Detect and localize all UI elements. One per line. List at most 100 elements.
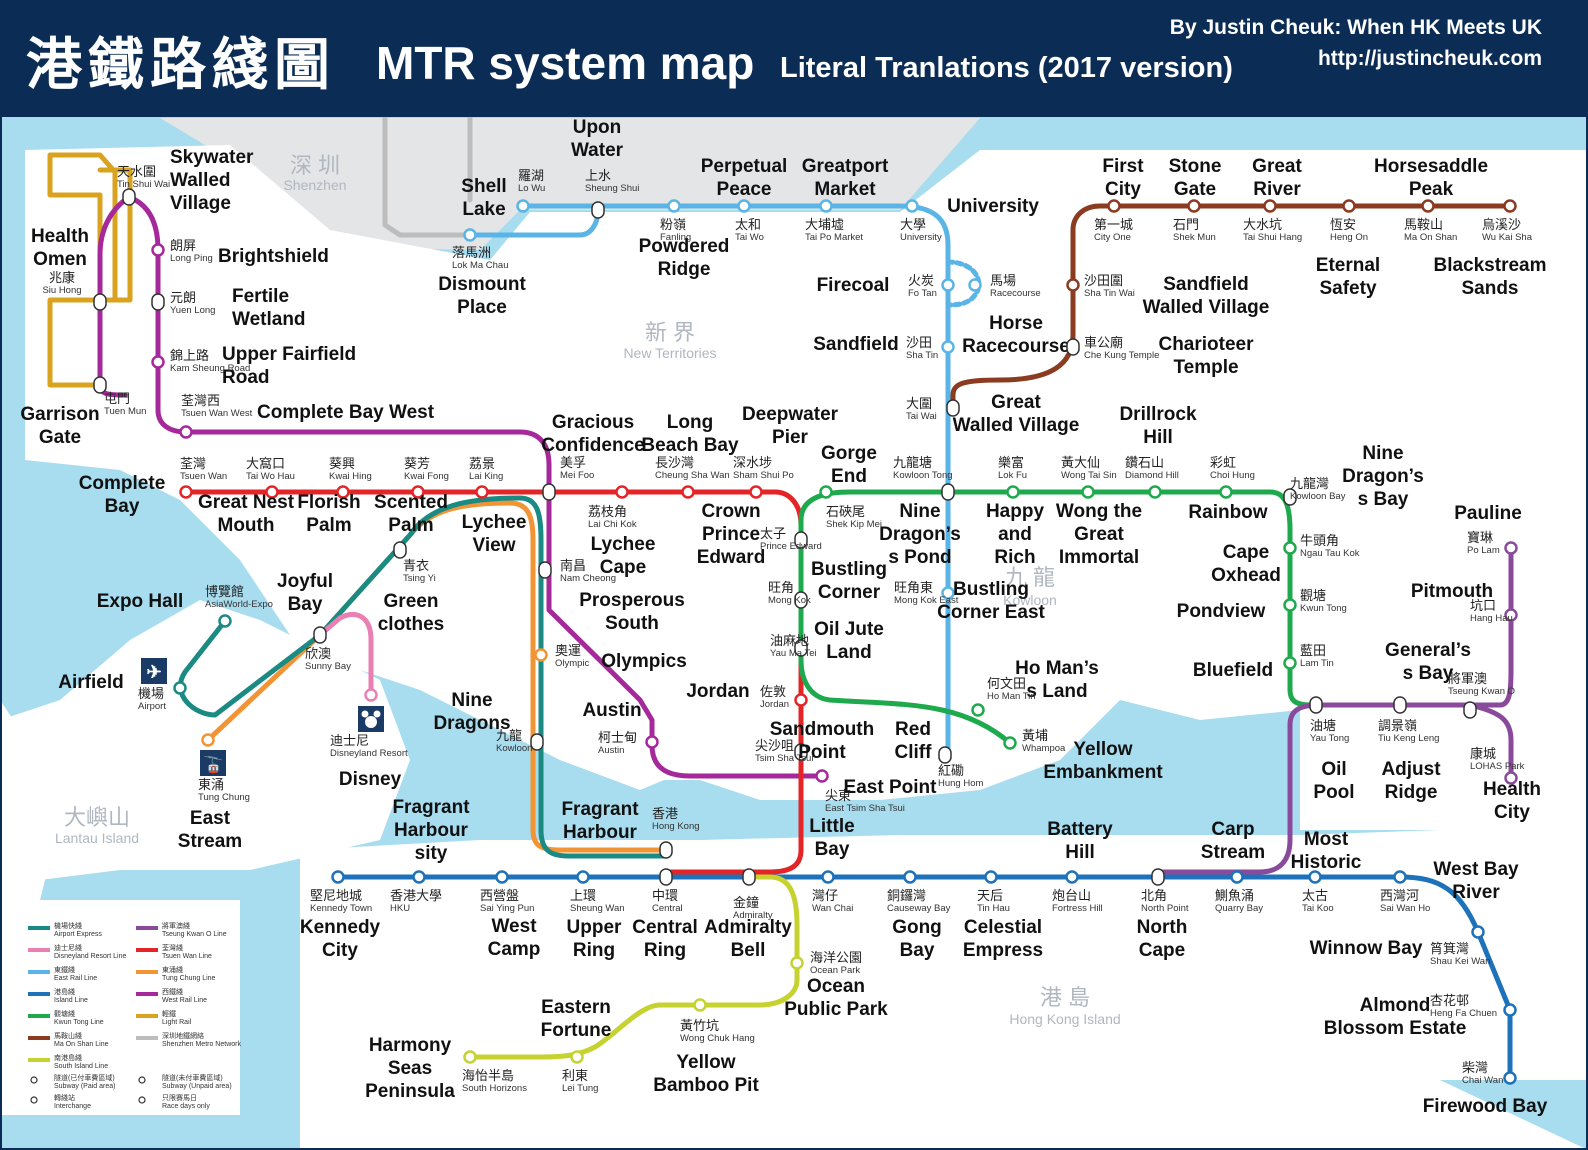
- station-marker[interactable]: [463, 1050, 477, 1064]
- station-marker[interactable]: [1066, 278, 1080, 292]
- station-marker[interactable]: [151, 355, 165, 369]
- station-marker[interactable]: [201, 733, 215, 747]
- interchange-marker[interactable]: [659, 868, 673, 886]
- station-marker[interactable]: [749, 485, 763, 499]
- interchange-marker[interactable]: [1463, 701, 1477, 719]
- station-marker[interactable]: [681, 485, 695, 499]
- station-marker[interactable]: [1148, 485, 1162, 499]
- station-marker[interactable]: [1503, 199, 1517, 213]
- station-marker[interactable]: [1504, 608, 1518, 622]
- station-marker[interactable]: [790, 956, 804, 970]
- interchange-marker[interactable]: [794, 743, 808, 761]
- station-marker[interactable]: [903, 870, 917, 884]
- station-marker[interactable]: [1219, 485, 1233, 499]
- station-marker[interactable]: [336, 485, 350, 499]
- station-marker[interactable]: [1503, 1003, 1517, 1017]
- station-marker[interactable]: [905, 199, 919, 213]
- station-marker[interactable]: [576, 870, 590, 884]
- interchange-marker[interactable]: [1283, 488, 1297, 506]
- station-marker[interactable]: [570, 1050, 584, 1064]
- station-marker[interactable]: [1187, 199, 1201, 213]
- station-marker[interactable]: [218, 614, 232, 628]
- station-marker[interactable]: [173, 681, 187, 695]
- interchange-marker[interactable]: [393, 541, 407, 559]
- station-marker[interactable]: [693, 998, 707, 1012]
- station-marker[interactable]: [475, 485, 489, 499]
- station-marker[interactable]: [1504, 771, 1518, 785]
- interchange-marker[interactable]: [794, 591, 808, 609]
- station-marker[interactable]: [1230, 870, 1244, 884]
- station-marker[interactable]: [463, 228, 477, 242]
- station-marker[interactable]: [645, 735, 659, 749]
- station-marker[interactable]: [615, 485, 629, 499]
- interchange-marker[interactable]: [542, 483, 556, 501]
- interchange-marker[interactable]: [794, 639, 808, 657]
- station-marker[interactable]: [1283, 656, 1297, 670]
- station-marker[interactable]: [179, 425, 193, 439]
- station-marker[interactable]: [819, 485, 833, 499]
- station-marker[interactable]: [815, 769, 829, 783]
- interchange-marker[interactable]: [538, 561, 552, 579]
- station-marker[interactable]: [1263, 199, 1277, 213]
- station-marker[interactable]: [667, 199, 681, 213]
- station-marker[interactable]: [819, 199, 833, 213]
- station-marker[interactable]: [1342, 199, 1356, 213]
- interchange-marker[interactable]: [1066, 338, 1080, 356]
- station-marker[interactable]: [737, 199, 751, 213]
- interchange-marker[interactable]: [742, 868, 756, 886]
- station-marker[interactable]: [534, 648, 548, 662]
